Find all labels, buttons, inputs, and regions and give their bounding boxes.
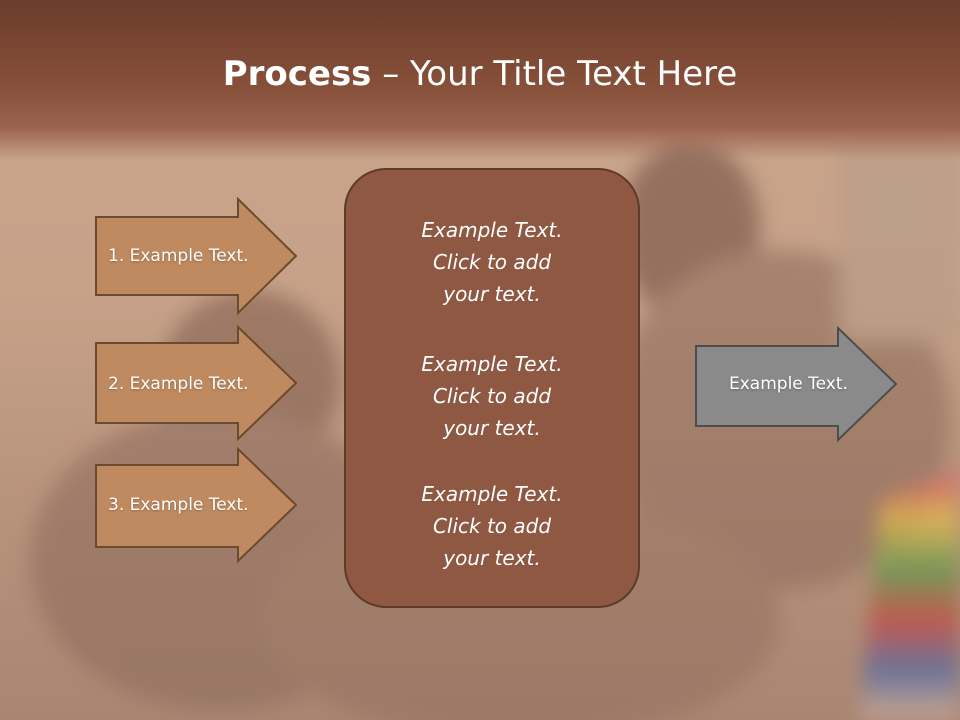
output-label: Example Text. <box>729 374 848 394</box>
step-label-2: 2. Example Text. <box>108 374 249 394</box>
center-paragraph-2: Example Text. Click to add your text. <box>346 348 638 444</box>
center-paragraph-1: Example Text. Click to add your text. <box>346 214 638 310</box>
step-arrow-2[interactable] <box>94 325 300 443</box>
paragraph-line: Click to add <box>432 384 552 408</box>
paragraph-line: your text. <box>443 546 541 570</box>
center-paragraph-3: Example Text. Click to add your text. <box>346 478 638 574</box>
center-text-box[interactable]: Example Text. Click to add your text. Ex… <box>344 168 640 608</box>
step-arrow-3[interactable] <box>94 447 300 565</box>
paragraph-line: your text. <box>443 282 541 306</box>
title-bold: Process <box>222 54 372 94</box>
title-rest: – Your Title Text Here <box>371 54 738 94</box>
paragraph-line: your text. <box>443 416 541 440</box>
paragraph-line: Example Text. <box>421 482 563 506</box>
output-arrow[interactable] <box>694 326 900 444</box>
step-label-3: 3. Example Text. <box>108 495 249 515</box>
paragraph-line: Example Text. <box>421 352 563 376</box>
slide-title[interactable]: Process – Your Title Text Here <box>0 52 960 96</box>
step-label-1: 1. Example Text. <box>108 246 249 266</box>
paragraph-line: Click to add <box>432 250 552 274</box>
paragraph-line: Click to add <box>432 514 552 538</box>
paragraph-line: Example Text. <box>421 218 563 242</box>
step-arrow-1[interactable] <box>94 197 300 315</box>
title-bar <box>0 0 960 160</box>
